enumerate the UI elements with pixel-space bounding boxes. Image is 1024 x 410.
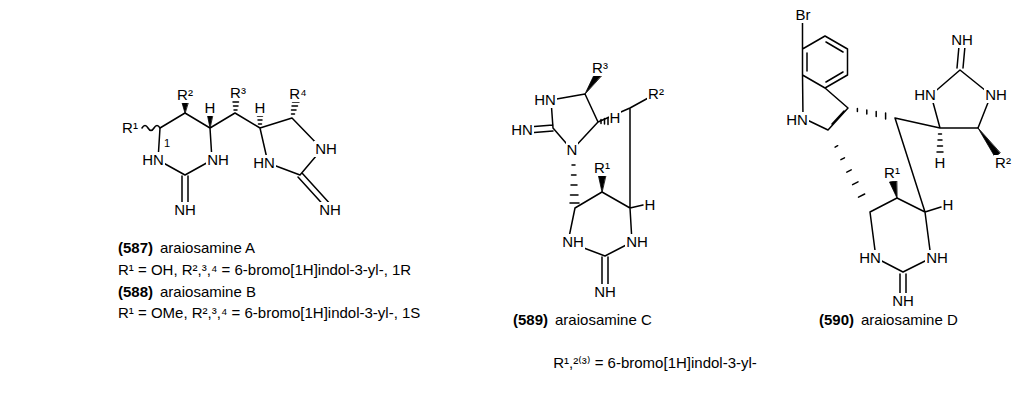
atom-label: HN	[533, 92, 557, 109]
atom-label: H	[644, 197, 657, 214]
atom-label: R²	[994, 155, 1012, 172]
substituent-definition: R¹ = OH, R²,³,⁴ = 6-bromo[1H]indol-3-yl-…	[117, 262, 412, 279]
atom-label: NH	[206, 152, 230, 169]
hashed-bond	[601, 118, 608, 125]
compound-name: araiosamine D	[860, 312, 959, 329]
substituent-definition: R¹ = OMe, R²,³,⁴ = 6-bromo[1H]indol-3-yl…	[117, 305, 421, 322]
atom-label: NH	[314, 141, 338, 158]
atom-label: R²	[176, 87, 194, 104]
atom-label: N	[566, 142, 579, 159]
atom-label: R¹	[883, 165, 901, 182]
wedge-bond	[599, 176, 606, 192]
hashed-bond	[570, 165, 579, 203]
atom-label: NH	[593, 284, 617, 301]
compound-name: araiosamine A	[159, 240, 256, 257]
wedge-bond	[978, 128, 1000, 157]
bond	[803, 22, 992, 294]
atom-label: R²	[647, 86, 665, 103]
atom-label: R³	[591, 60, 609, 77]
substituent-definition: R¹,²⁽³⁾ = 6-bromo[1H]indol-3-yl-	[552, 355, 758, 372]
atom-label: NH	[984, 87, 1008, 104]
atom-label: H	[942, 197, 955, 214]
atom-label: HN	[252, 155, 276, 172]
atom-label: HN	[858, 250, 882, 267]
atom-label: HN	[913, 87, 937, 104]
locant-number: 1	[163, 137, 171, 149]
atom-label: NH	[561, 234, 585, 251]
atom-label: H	[204, 100, 217, 117]
atom-label: NH	[925, 250, 949, 267]
atom-label: R¹	[593, 160, 611, 177]
atom-label: H	[254, 100, 267, 117]
atom-label: R⁴	[288, 86, 307, 103]
compound-number: (588)	[117, 284, 154, 301]
compound-number: (589)	[512, 312, 549, 329]
hashed-bond	[835, 146, 865, 198]
atom-label: H	[609, 110, 622, 127]
hashed-bond	[292, 102, 300, 114]
hashed-bond	[258, 116, 263, 124]
atom-label: H	[934, 155, 947, 172]
atom-label: NH	[318, 202, 342, 219]
atom-label: NH	[625, 234, 649, 251]
atom-label: R³	[229, 85, 247, 102]
bond	[528, 94, 650, 285]
hashed-bond	[233, 102, 239, 110]
atom-label: R¹	[121, 120, 139, 137]
atom-label: HN	[785, 112, 809, 129]
wavy-bond	[142, 126, 160, 131]
atom-label: NH	[950, 32, 974, 49]
atom-label: HN	[141, 152, 165, 169]
atom-label: HN	[510, 122, 534, 139]
compound-name: araiosamine C	[554, 312, 653, 329]
compound-number: (587)	[117, 240, 154, 257]
wedge-bond	[890, 181, 898, 198]
bond	[158, 113, 332, 210]
compound-name: araiosamine B	[159, 284, 257, 301]
atom-label: NH	[891, 293, 915, 310]
atom-label: Br	[795, 7, 812, 24]
atom-label: NH	[173, 202, 197, 219]
hashed-bond	[857, 109, 885, 120]
hashed-bond	[937, 134, 943, 152]
compound-number: (590)	[818, 312, 855, 329]
